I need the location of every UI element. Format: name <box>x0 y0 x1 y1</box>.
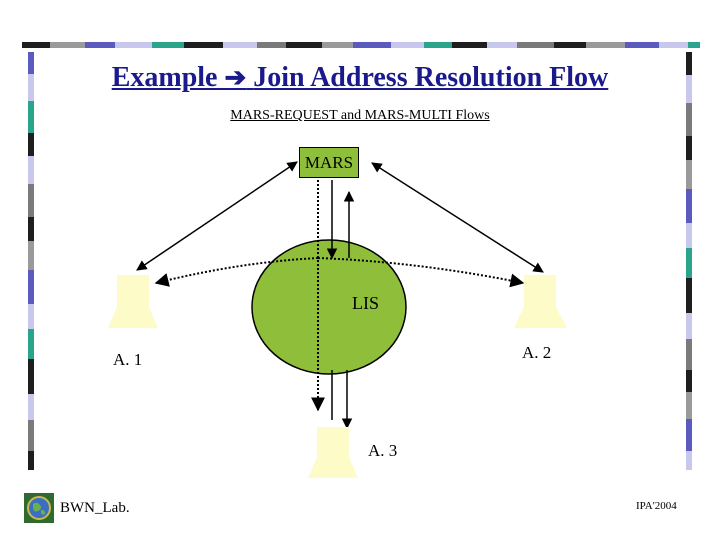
multi-flow-a2 <box>317 257 525 288</box>
title-prefix: Example <box>111 62 218 93</box>
host-a2-icon <box>514 275 567 328</box>
footer-lab-name: BWN_Lab. <box>60 500 130 516</box>
slide-title: Example ➔ Join Address Resolution Flow <box>0 62 720 94</box>
title-arrow-icon: ➔ <box>224 63 247 92</box>
globe-logo-icon <box>24 493 54 523</box>
footer-conference: IPA'2004 <box>636 500 677 512</box>
host-a1-label: A. 1 <box>113 350 143 369</box>
mars-server-box: MARS <box>299 147 359 178</box>
host-a2-label: A. 2 <box>522 343 552 362</box>
flow-mars-a1 <box>136 161 298 271</box>
host-a3-label: A. 3 <box>368 441 398 460</box>
host-a1-icon <box>108 275 158 328</box>
lis-network-ellipse <box>251 239 407 375</box>
slide-subtitle: MARS-REQUEST and MARS-MULTI Flows <box>230 108 490 123</box>
multi-flow-a1 <box>154 257 319 287</box>
title-rest: Join Address Resolution Flow <box>253 62 609 93</box>
lis-label: LIS <box>352 293 379 313</box>
host-a3-icon <box>308 427 358 478</box>
flow-mars-a2 <box>371 162 544 273</box>
